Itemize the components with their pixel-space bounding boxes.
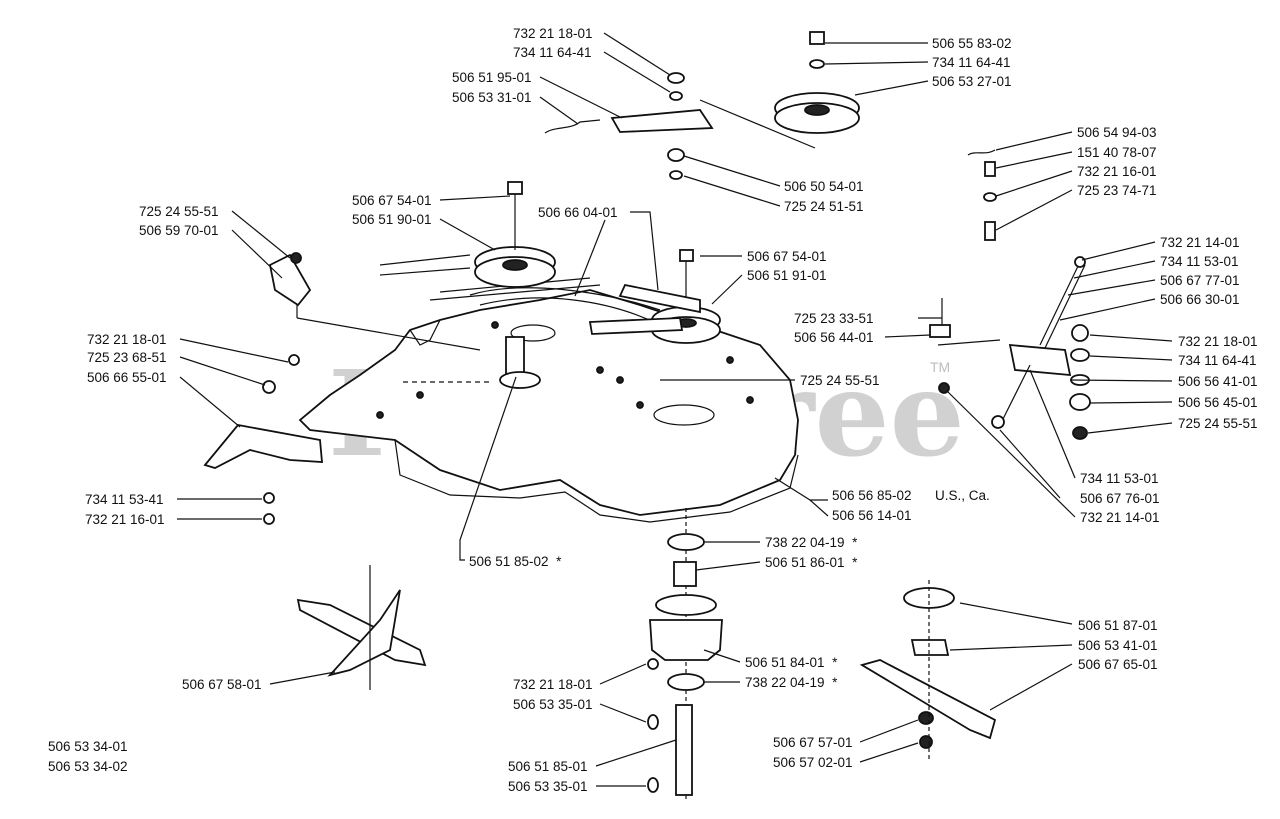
part-label[interactable]: 506 51 85-02 * <box>469 554 562 569</box>
part-label[interactable]: 506 56 41-01 <box>1178 374 1258 389</box>
part-label[interactable]: 738 22 04-19 * <box>745 675 838 690</box>
part-label[interactable]: 506 56 14-01 <box>832 508 912 523</box>
part-label[interactable]: 506 56 85-02 <box>832 488 912 503</box>
part-label[interactable]: 732 21 16-01 <box>1077 164 1157 179</box>
part-label[interactable]: 506 51 87-01 <box>1078 618 1158 633</box>
part-label[interactable]: 506 54 94-03 <box>1077 125 1157 140</box>
leader-lines <box>177 32 1173 787</box>
part-label[interactable]: 734 11 64-41 <box>1178 353 1257 368</box>
watermark-trademark: TM <box>930 359 950 375</box>
part-label[interactable]: 506 53 41-01 <box>1078 638 1158 653</box>
part-label[interactable]: 732 21 14-01 <box>1080 510 1160 525</box>
deflector-chute <box>203 354 323 525</box>
part-label[interactable]: 725 23 68-51 <box>87 350 167 365</box>
part-label[interactable]: 506 51 86-01 * <box>765 555 858 570</box>
part-label[interactable]: 506 53 35-01 <box>513 697 593 712</box>
part-label[interactable]: 732 21 18-01 <box>1178 334 1258 349</box>
part-label[interactable]: 506 56 45-01 <box>1178 395 1258 410</box>
part-label[interactable]: 506 67 65-01 <box>1078 657 1158 672</box>
part-label[interactable]: 725 23 74-71 <box>1077 183 1157 198</box>
blade-right <box>859 580 997 760</box>
part-label[interactable]: 506 66 04-01 <box>538 205 618 220</box>
part-label[interactable]: 506 56 44-01 <box>794 330 874 345</box>
part-label[interactable]: 725 23 33-51 <box>794 311 874 326</box>
part-label[interactable]: 732 21 14-01 <box>1160 235 1240 250</box>
region-note: U.S., Ca. <box>935 488 990 503</box>
part-label[interactable]: 506 53 35-01 <box>508 779 588 794</box>
part-label[interactable]: 506 53 34-02 <box>48 759 128 774</box>
linkage-rod <box>929 256 1086 429</box>
part-label[interactable]: 506 50 54-01 <box>784 179 864 194</box>
idler-bracket-top <box>544 72 816 180</box>
pulley-top-right <box>774 31 860 134</box>
part-label[interactable]: 506 67 77-01 <box>1160 273 1240 288</box>
part-label[interactable]: 506 66 30-01 <box>1160 292 1240 307</box>
part-label[interactable]: 506 67 57-01 <box>773 735 853 750</box>
part-label[interactable]: 725 24 55-51 <box>139 204 219 219</box>
part-label[interactable]: 506 51 95-01 <box>452 70 532 85</box>
idler-arm <box>588 283 701 335</box>
part-label[interactable]: 506 59 70-01 <box>139 223 219 238</box>
part-label[interactable]: 732 21 18-01 <box>87 332 167 347</box>
part-label[interactable]: 506 53 27-01 <box>932 74 1012 89</box>
part-label[interactable]: 506 55 83-02 <box>932 36 1012 51</box>
part-label[interactable]: 734 11 53-41 <box>85 492 164 507</box>
drive-belt <box>379 254 661 326</box>
bolt-assembly-right <box>967 149 997 241</box>
part-label[interactable]: 506 51 85-01 <box>508 759 588 774</box>
part-label[interactable]: 506 51 84-01 * <box>745 655 838 670</box>
part-label[interactable]: 506 67 76-01 <box>1080 491 1160 506</box>
washer-stack-right <box>1069 324 1091 440</box>
part-label[interactable]: 506 66 55-01 <box>87 370 167 385</box>
part-label[interactable]: 506 67 58-01 <box>182 677 262 692</box>
part-label[interactable]: 506 51 90-01 <box>352 212 432 227</box>
mower-deck <box>298 289 799 523</box>
spindle-shaft <box>499 336 541 389</box>
part-label[interactable]: 725 24 55-51 <box>1178 416 1258 431</box>
part-label[interactable]: 506 53 34-01 <box>48 739 128 754</box>
part-label[interactable]: 725 24 55-51 <box>800 373 880 388</box>
part-label[interactable]: 151 40 78-07 <box>1077 145 1157 160</box>
part-label[interactable]: 734 11 64-41 <box>932 55 1011 70</box>
part-label[interactable]: 506 67 54-01 <box>747 249 827 264</box>
part-label[interactable]: 506 67 54-01 <box>352 193 432 208</box>
spindle-assembly <box>647 508 723 800</box>
blade-left <box>296 565 427 690</box>
part-label[interactable]: 732 21 16-01 <box>85 512 165 527</box>
part-label[interactable]: 732 21 18-01 <box>513 26 593 41</box>
part-label[interactable]: 506 51 91-01 <box>747 268 827 283</box>
part-label[interactable]: 732 21 18-01 <box>513 677 593 692</box>
pulley-left <box>474 181 556 288</box>
part-label[interactable]: 734 11 64-41 <box>513 45 592 60</box>
part-label[interactable]: 725 24 51-51 <box>784 199 864 214</box>
part-label[interactable]: 738 22 04-19 * <box>765 535 858 550</box>
part-label[interactable]: 734 11 53-01 <box>1080 471 1159 486</box>
part-label[interactable]: 506 57 02-01 <box>773 755 853 770</box>
part-labels: 732 21 18-01 734 11 64-41 506 51 95-01 5… <box>48 26 1258 794</box>
part-label[interactable]: 506 53 31-01 <box>452 90 532 105</box>
bracket-left <box>268 252 481 351</box>
part-label[interactable]: 734 11 53-01 <box>1160 254 1239 269</box>
